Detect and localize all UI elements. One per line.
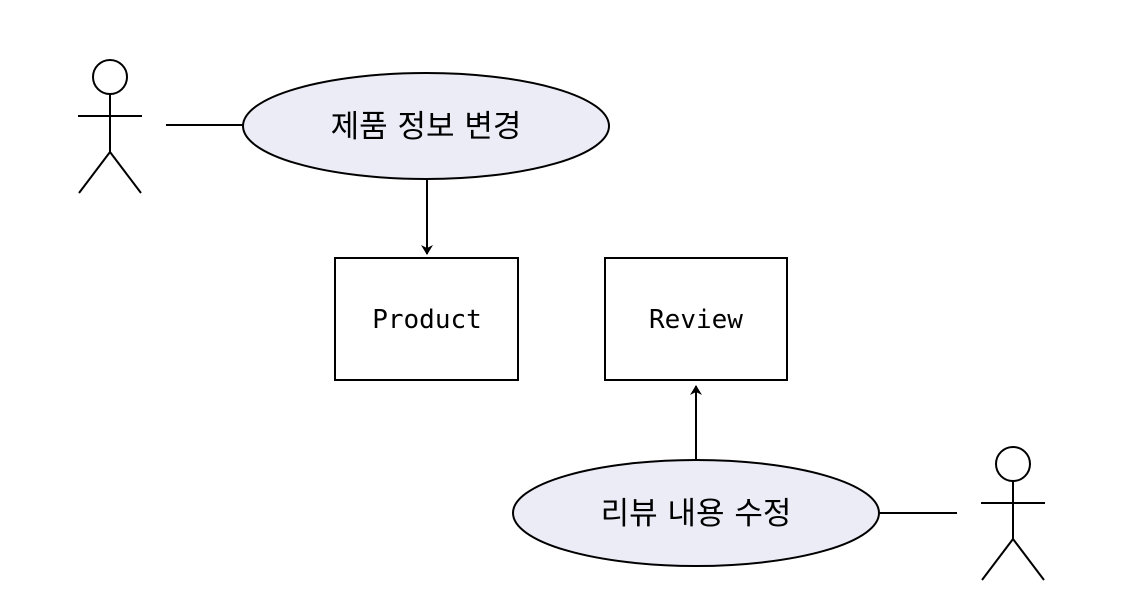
usecase-change-product-info-shape [242,72,610,180]
actor-left-leg-left [78,151,111,194]
entity-review-label: Review [649,305,743,335]
entity-product-label: Product [372,305,482,335]
actor-left [78,59,142,194]
actor-left-leg-right [109,151,142,194]
entity-product[interactable]: Product [334,257,519,381]
actor-right [981,446,1045,581]
usecase-edit-review-content-label: 리뷰 내용 수정 [601,496,792,532]
entity-review[interactable]: Review [604,257,788,381]
entity-product-box [334,257,519,381]
actor-right-head [995,446,1031,482]
actor-left-head [92,59,128,95]
actor-right-leg-right [1012,538,1045,581]
usecase-change-product-info[interactable]: 제품 정보 변경 [242,72,610,180]
usecase-edit-review-content[interactable]: 리뷰 내용 수정 [512,459,880,567]
usecase-change-product-info-label: 제품 정보 변경 [331,109,522,145]
entity-review-box [604,257,788,381]
actor-right-leg-left [981,538,1014,581]
